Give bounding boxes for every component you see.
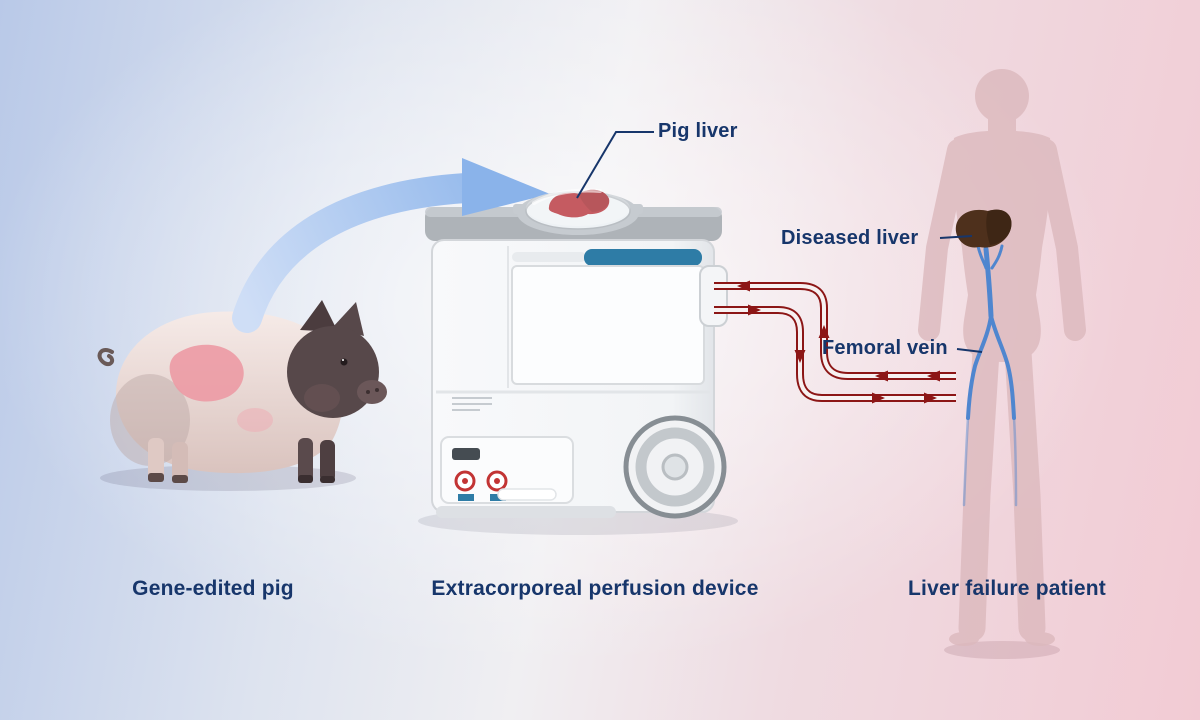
perfusion-device-icon: [425, 207, 727, 519]
diseased-liver-icon: [955, 209, 1012, 248]
patient-silhouette-icon: [918, 69, 1086, 646]
pig-liver-label: Pig liver: [658, 120, 738, 142]
transfer-arrow-icon: [232, 158, 550, 333]
gene-edited-pig-icon: [97, 300, 387, 483]
pig-liver-dome-icon: [513, 188, 643, 235]
pig-caption: Gene-edited pig: [132, 577, 294, 600]
device-caption: Extracorporeal perfusion device: [431, 577, 759, 600]
label-pointer-lines: [576, 131, 983, 353]
blood-tubing-icon: [699, 265, 956, 404]
femoral-vein-icon: [962, 244, 1018, 507]
femoral-vein-label: Femoral vein: [822, 337, 948, 359]
diseased-liver-label: Diseased liver: [781, 227, 919, 249]
patient-caption: Liver failure patient: [908, 577, 1106, 600]
